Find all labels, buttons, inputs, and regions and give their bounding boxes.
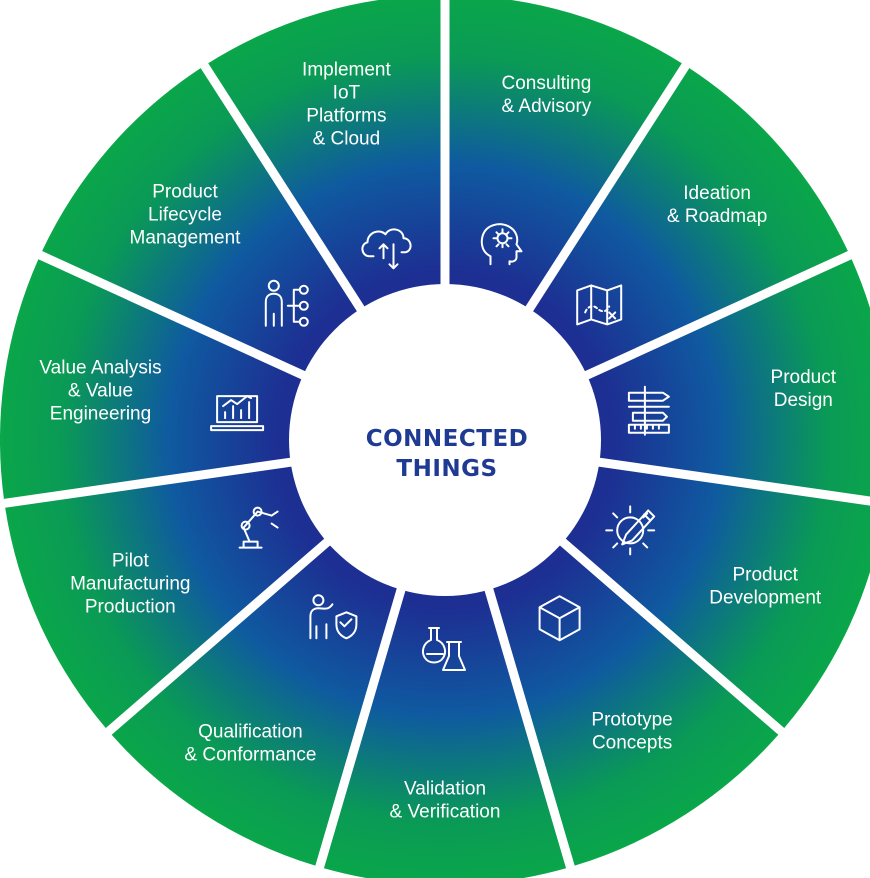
segment-label-line: Pilot xyxy=(112,551,150,572)
robot-arm-icon xyxy=(238,506,279,549)
segment-label-validation: Validation& Verification xyxy=(390,779,501,823)
segment-label-ideation: Ideation& Roadmap xyxy=(667,183,767,227)
segment-label-line: & Advisory xyxy=(502,96,592,117)
cloud-transfer-icon xyxy=(361,228,412,270)
segment-label-line: & Roadmap xyxy=(667,206,767,227)
segment-label-line: Platforms xyxy=(306,106,386,127)
segment-label-line: & Conformance xyxy=(184,744,316,765)
segment-label-line: IoT xyxy=(333,83,361,104)
segment-label-line: Value Analysis xyxy=(39,358,161,379)
segment-label-line: Management xyxy=(130,228,242,249)
segment-qualification[interactable] xyxy=(111,535,402,866)
segment-label-line: Ideation xyxy=(683,183,751,204)
laptop-chart-icon xyxy=(210,395,265,432)
segment-label-consulting: Consulting& Advisory xyxy=(502,73,592,117)
icons-layer xyxy=(210,223,670,671)
segment-label-line: & Value xyxy=(68,381,133,402)
segment-label-line: Product xyxy=(732,565,798,586)
segment-label-line: Prototype xyxy=(591,710,672,731)
segment-label-line: Design xyxy=(774,390,833,411)
cube-icon xyxy=(538,595,581,642)
segment-label-line: Concepts xyxy=(592,733,672,754)
segment-ideation[interactable] xyxy=(524,68,848,378)
segment-validation[interactable] xyxy=(323,575,567,878)
segment-label-line: Product xyxy=(152,182,218,203)
lab-flasks-icon xyxy=(422,627,466,671)
segment-label-line: Manufacturing xyxy=(70,574,190,595)
segment-product-development[interactable] xyxy=(553,464,870,728)
segment-plm[interactable] xyxy=(42,68,366,378)
segment-label-line: Qualification xyxy=(198,721,303,742)
center-title-line1: CONNECTED xyxy=(366,426,529,452)
segment-label-line: Validation xyxy=(404,779,486,800)
segment-iot[interactable] xyxy=(208,0,441,320)
segment-label-line: Lifecycle xyxy=(148,205,222,226)
person-network-icon xyxy=(264,279,309,327)
segment-value-analysis[interactable] xyxy=(0,259,316,499)
segment-label-line: & Cloud xyxy=(313,129,381,150)
segment-label-line: Production xyxy=(85,597,176,618)
person-shield-icon xyxy=(309,594,358,640)
segment-label-qualification: Qualification& Conformance xyxy=(184,721,316,765)
center-title-line2: THINGS xyxy=(396,456,497,482)
segment-label-line: Product xyxy=(771,367,837,388)
treasure-map-icon xyxy=(576,284,623,326)
head-gear-icon xyxy=(480,223,523,266)
segment-pilot[interactable] xyxy=(5,464,337,728)
segment-label-line: Implement xyxy=(302,60,391,81)
center-circle xyxy=(289,284,601,596)
design-tools-icon xyxy=(627,385,670,436)
segment-label-line: Consulting xyxy=(502,73,592,94)
segment-label-line: Development xyxy=(709,588,822,609)
segment-label-line: & Verification xyxy=(390,802,501,823)
gear-pencil-icon xyxy=(605,505,656,556)
segment-label-line: Engineering xyxy=(50,404,151,425)
segment-product-design[interactable] xyxy=(574,259,870,499)
